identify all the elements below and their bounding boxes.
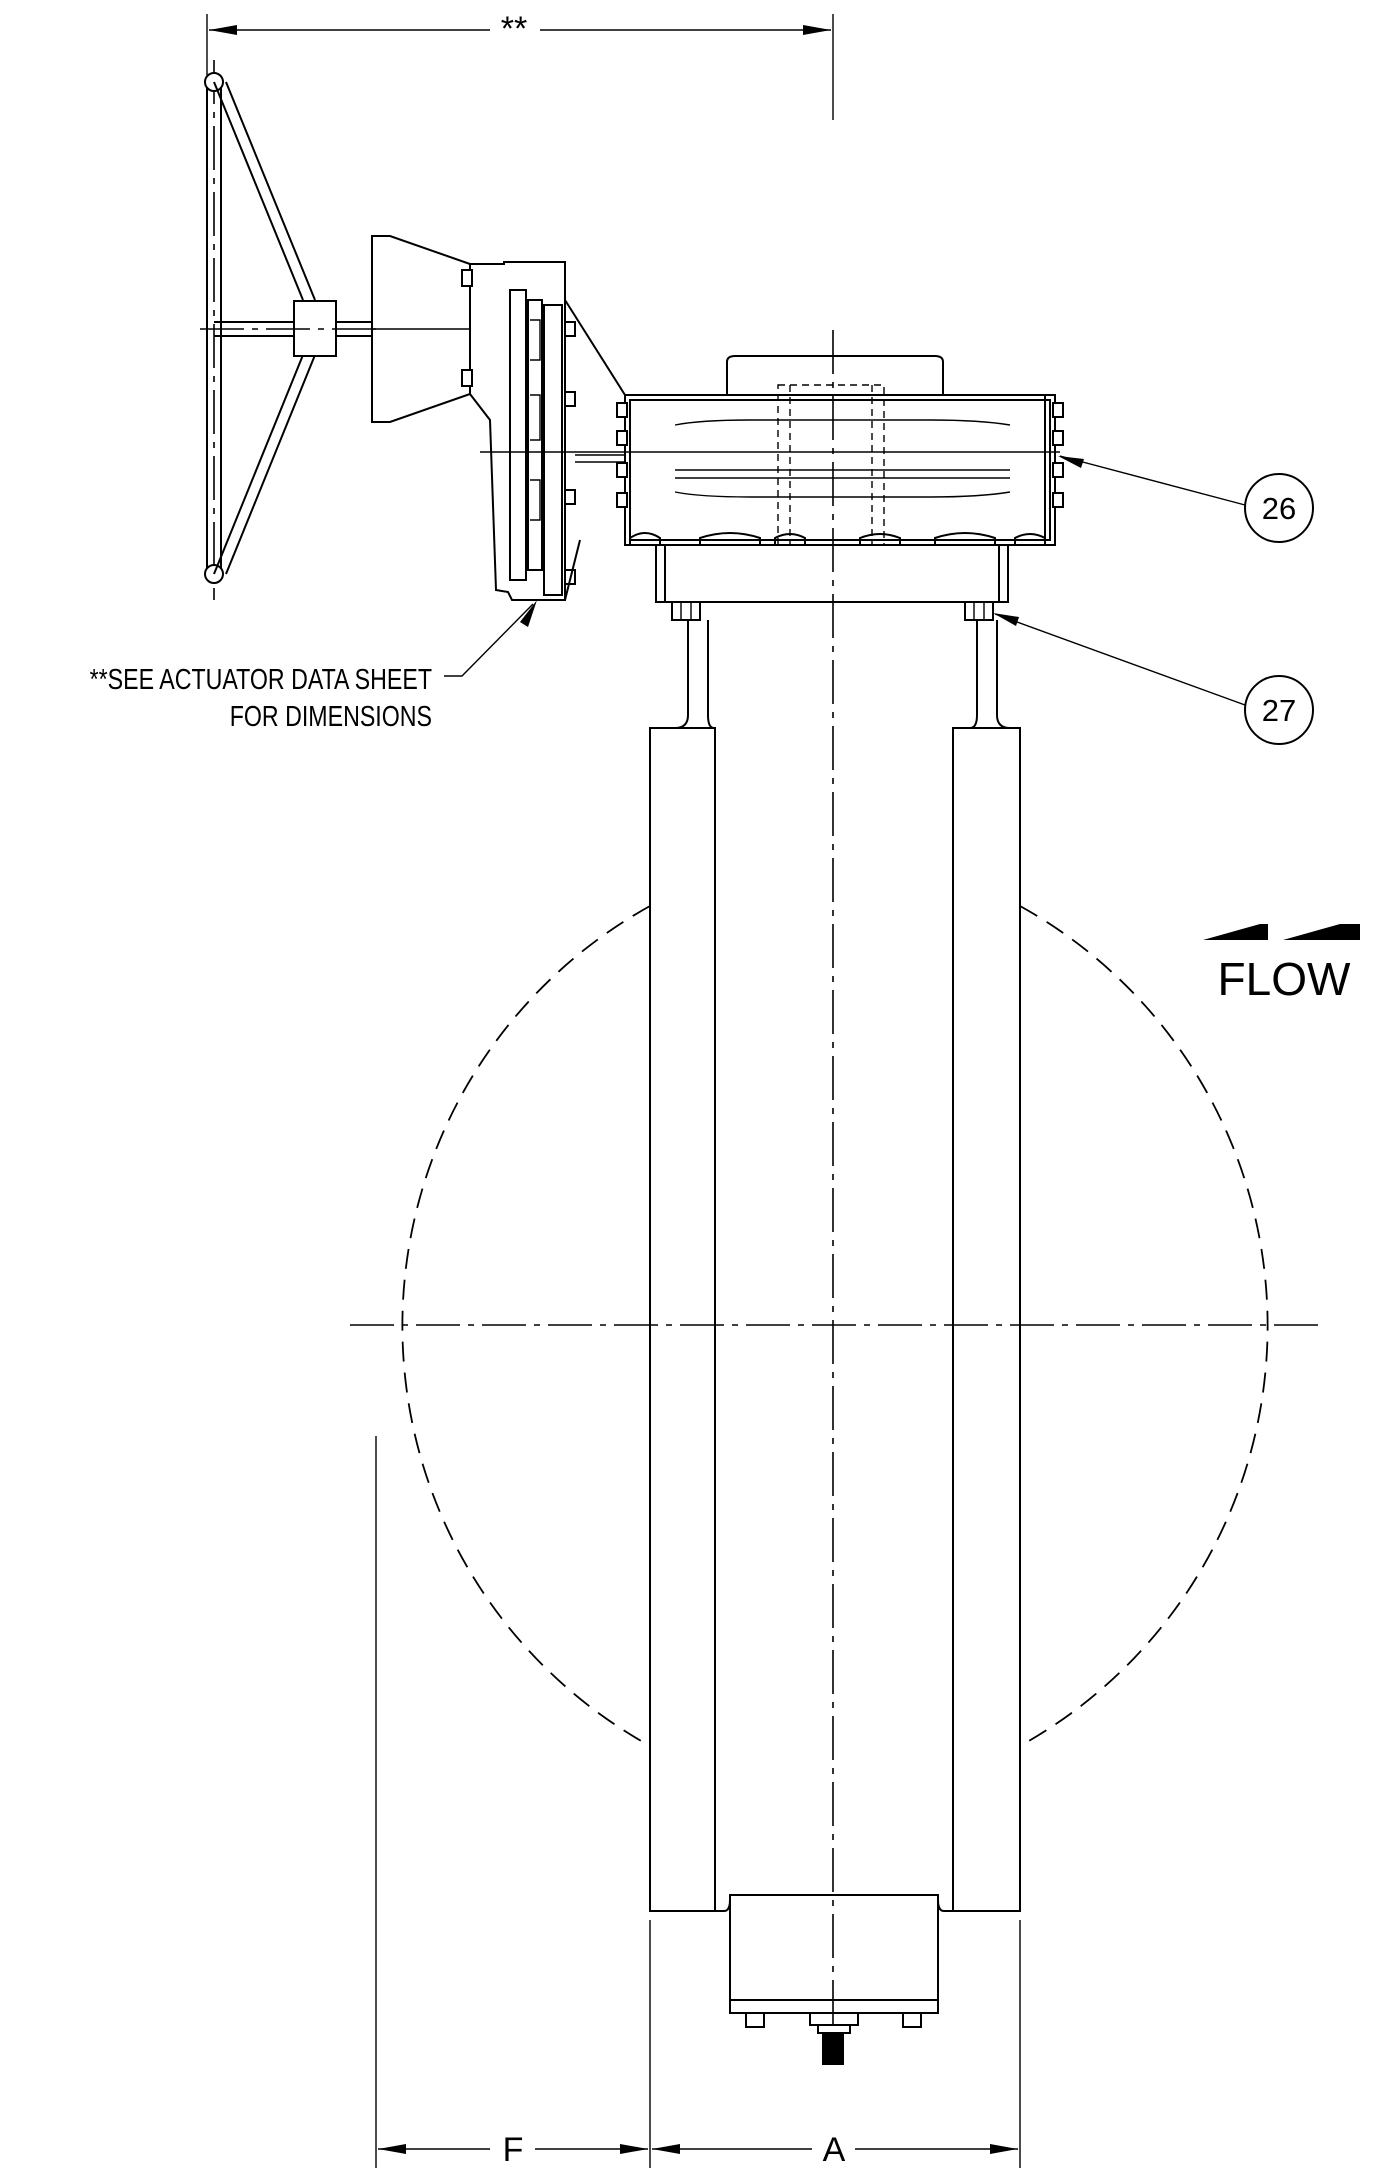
flow-label: FLOW <box>1218 953 1351 1005</box>
actuator-note-line2: FOR DIMENSIONS <box>230 699 432 732</box>
top-dimension-label: ** <box>501 10 527 48</box>
handwheel <box>200 60 380 600</box>
flow-arrow-left <box>1203 924 1268 940</box>
disc-outline-left <box>401 905 651 1747</box>
gear-operator <box>371 235 626 601</box>
balloon-26: 26 <box>1058 455 1314 543</box>
flow-indicator: FLOW <box>1203 924 1360 1005</box>
disc-outline-right <box>1019 905 1269 1747</box>
actuator-note-line1: **SEE ACTUATOR DATA SHEET <box>90 662 432 695</box>
actuator-body <box>480 355 1064 546</box>
valve-body <box>649 727 1021 2065</box>
dimension-f-label: F <box>503 2131 524 2168</box>
bottom-dimensions: F A <box>375 1436 1021 2168</box>
dimension-a-label: A <box>823 2131 846 2168</box>
balloon-27: 27 <box>993 613 1314 745</box>
flow-arrow-right <box>1283 924 1360 940</box>
balloon-26-label: 26 <box>1262 491 1296 526</box>
balloon-27-label: 27 <box>1262 693 1296 728</box>
top-dimension: ** <box>206 10 834 120</box>
valve-neck <box>650 544 1020 729</box>
actuator-note: **SEE ACTUATOR DATA SHEET FOR DIMENSIONS <box>90 600 537 733</box>
